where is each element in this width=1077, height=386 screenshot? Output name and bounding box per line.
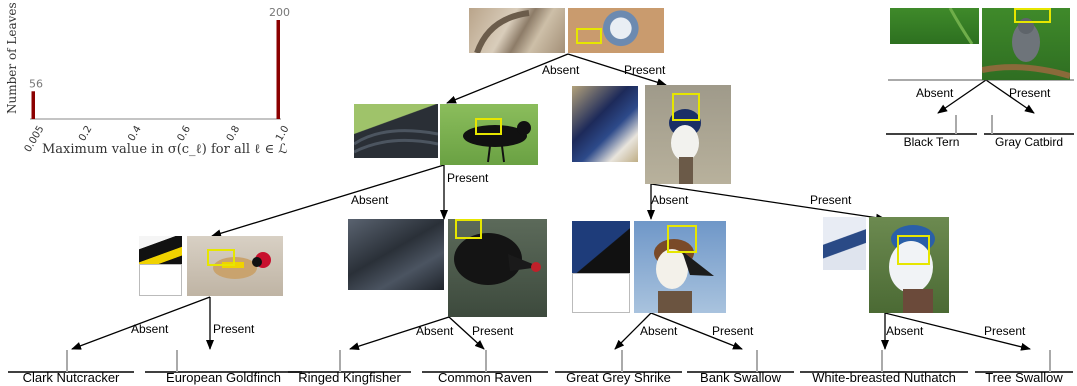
edge-label-nuthatch-absent: Absent	[886, 324, 924, 338]
node-root-patch-image	[469, 8, 565, 53]
histogram-bar	[31, 91, 35, 119]
node-raven-patch-image	[348, 219, 444, 290]
edge-bank-present	[650, 312, 743, 350]
edge-label-nuthatch-present: Present	[984, 324, 1026, 338]
edge-label-crow-absent: Absent	[351, 193, 389, 207]
edge-label-inset-present: Present	[1009, 86, 1051, 100]
node-goldfinch-bbox	[207, 249, 235, 266]
node-nuthatch-bbox	[897, 235, 930, 265]
inset-leaf-label: Black Tern	[903, 135, 960, 149]
leaf-label: Great Grey Shrike	[566, 370, 671, 385]
edge-crow-absent	[211, 164, 445, 238]
leaf-label: Bank Swallow	[700, 370, 781, 385]
node-crow-patch-image	[354, 104, 438, 158]
edge-label-goldfinch-present: Present	[213, 322, 255, 336]
edge-nuthatch-present	[884, 312, 1031, 351]
edge-label-bank-present: Present	[712, 324, 754, 338]
node-goldfinch-bird-image	[187, 236, 283, 296]
edge-inset-present	[985, 79, 1035, 114]
node-bank-patch-frame	[572, 273, 630, 313]
node-raven-bbox	[455, 219, 482, 239]
bar-value-label: 56	[29, 77, 43, 90]
node-swallow-bird-image	[645, 85, 731, 184]
edge-raven-absent	[349, 316, 450, 351]
edge-label-root-absent: Absent	[542, 63, 580, 77]
node-bank-bird-image	[634, 221, 726, 313]
edge-label-crow-present: Present	[447, 171, 489, 185]
edge-label-bank-absent: Absent	[640, 324, 678, 338]
inset-leaf-label: Gray Catbird	[994, 135, 1064, 149]
edge-inset-absent	[937, 79, 987, 114]
leaf-label: White-breasted Nuthatch	[812, 370, 956, 385]
node-raven-patch-frame	[348, 290, 444, 317]
edge-label-goldfinch-absent: Absent	[131, 322, 169, 336]
histogram-bar	[276, 20, 280, 119]
node-goldfinch-patch-image	[139, 236, 182, 264]
edge-root-present	[567, 53, 667, 87]
edge-label-swallow-present: Present	[810, 193, 852, 207]
edge-label-inset-absent: Absent	[916, 86, 954, 100]
leaf-label: Tree Swallow	[985, 370, 1063, 385]
edge-goldfinch-absent	[71, 296, 211, 350]
node-crow-bbox	[475, 118, 502, 135]
node-goldfinch-patch-frame	[139, 264, 182, 296]
node-nuthatch-bird-image	[869, 217, 949, 313]
inset-bbox	[1014, 8, 1051, 23]
leaf-label: Common Raven	[438, 370, 532, 385]
node-swallow-bbox	[672, 93, 700, 121]
node-root-bird-image	[568, 8, 664, 53]
node-swallow-patch-image	[572, 86, 638, 162]
node-nuthatch-patch-image	[823, 217, 866, 270]
edge-label-root-present: Present	[624, 63, 666, 77]
bar-value-label: 200	[269, 6, 290, 19]
edge-root-absent	[446, 53, 569, 104]
leaf-label: Clark Nutcracker	[22, 370, 120, 385]
x-axis-label: Maximum value in σ(c_ℓ) for all ℓ ∈ ℒ	[42, 141, 288, 157]
edge-label-raven-present: Present	[472, 324, 514, 338]
inset-bird-image	[982, 8, 1070, 80]
node-root-bbox	[576, 28, 602, 44]
node-bank-patch-image	[572, 221, 630, 273]
leaf-label: European Goldfinch	[166, 370, 281, 385]
edge-swallow-present	[650, 183, 886, 222]
node-bank-bbox	[667, 225, 697, 253]
edge-raven-present	[448, 316, 485, 350]
edge-label-swallow-absent: Absent	[651, 193, 689, 207]
x-axis-label-text: Maximum value in σ(c_ℓ) for all ℓ ∈ ℒ	[42, 142, 288, 157]
leaf-label: Ringed Kingfisher	[298, 370, 401, 385]
edge-bank-absent	[614, 312, 652, 350]
edge-label-raven-absent: Absent	[416, 324, 454, 338]
inset-patch-image	[890, 8, 979, 44]
node-raven-bird-image	[448, 219, 547, 317]
